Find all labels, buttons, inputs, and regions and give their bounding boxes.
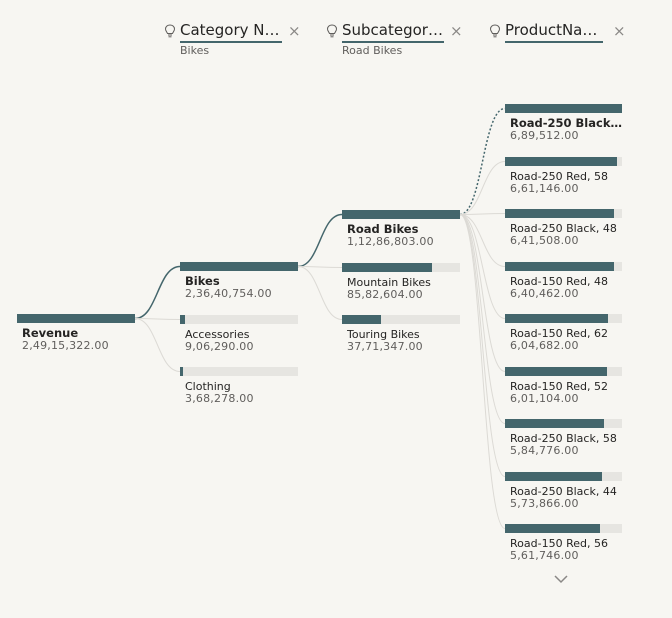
level-header-title: ProductName bbox=[505, 20, 603, 43]
node-value: 6,01,104.00 bbox=[510, 392, 579, 405]
bar-fill bbox=[342, 263, 432, 272]
tree-link bbox=[297, 266, 343, 320]
tree-link bbox=[459, 213, 506, 215]
tree-link-active bbox=[134, 265, 181, 320]
bar-fill bbox=[505, 419, 604, 428]
node-value: 5,73,866.00 bbox=[510, 497, 579, 510]
node-value: 6,89,512.00 bbox=[510, 129, 579, 142]
tree-link bbox=[459, 161, 506, 215]
close-icon[interactable]: × bbox=[288, 22, 301, 40]
tree-link bbox=[459, 214, 506, 529]
node-value: 6,40,462.00 bbox=[510, 287, 579, 300]
tree-link bbox=[459, 214, 506, 477]
bar-fill bbox=[505, 524, 600, 533]
tree-link bbox=[459, 214, 506, 319]
bar-fill bbox=[505, 209, 614, 218]
chevron-down-icon[interactable] bbox=[553, 573, 569, 585]
bar-track bbox=[180, 315, 298, 324]
bar-fill bbox=[505, 157, 617, 166]
bar-fill bbox=[180, 262, 298, 271]
bar-track bbox=[180, 367, 298, 376]
level-header-title: Category Na... bbox=[180, 20, 282, 43]
bar-fill bbox=[505, 104, 622, 113]
bar-fill bbox=[505, 367, 607, 376]
node-value: 6,41,508.00 bbox=[510, 234, 579, 247]
tree-node[interactable]: Road-250 Black, ...6,89,512.00 bbox=[505, 104, 623, 144]
bar-fill bbox=[505, 262, 614, 271]
level-header-subtitle: Bikes bbox=[180, 44, 210, 57]
node-value: 85,82,604.00 bbox=[347, 288, 423, 301]
tree-link bbox=[459, 214, 506, 267]
tree-link bbox=[134, 318, 181, 372]
bar-track bbox=[342, 315, 460, 324]
tree-link bbox=[297, 266, 343, 268]
node-value: 6,04,682.00 bbox=[510, 339, 579, 352]
lightbulb-icon bbox=[326, 24, 338, 38]
bar-fill bbox=[505, 472, 602, 481]
close-icon[interactable]: × bbox=[450, 22, 463, 40]
level-header-subcategory[interactable]: Subcategory... × Road Bikes bbox=[326, 20, 464, 57]
close-icon[interactable]: × bbox=[613, 22, 626, 40]
node-value: 1,12,86,803.00 bbox=[347, 235, 434, 248]
node-value: 2,49,15,322.00 bbox=[22, 339, 109, 352]
tree-link bbox=[459, 214, 506, 372]
node-value: 2,36,40,754.00 bbox=[185, 287, 272, 300]
bar-fill bbox=[342, 315, 381, 324]
tree-link-active bbox=[459, 107, 506, 216]
level-header-subtitle: Road Bikes bbox=[342, 44, 403, 57]
node-value: 3,68,278.00 bbox=[185, 392, 254, 405]
tree-link-active bbox=[297, 213, 343, 268]
node-value: 5,84,776.00 bbox=[510, 444, 579, 457]
level-header-category[interactable]: Category Na... × Bikes bbox=[164, 20, 302, 57]
node-value: 6,61,146.00 bbox=[510, 182, 579, 195]
tree-link bbox=[134, 318, 181, 320]
bar-fill bbox=[180, 315, 185, 324]
level-header-productname[interactable]: ProductName × bbox=[489, 20, 627, 56]
node-value: 37,71,347.00 bbox=[347, 340, 423, 353]
bar-fill bbox=[17, 314, 135, 323]
lightbulb-icon bbox=[489, 24, 501, 38]
bar-fill bbox=[342, 210, 460, 219]
tree-link bbox=[459, 214, 506, 424]
node-value: 5,61,746.00 bbox=[510, 549, 579, 562]
bar-fill bbox=[505, 314, 608, 323]
lightbulb-icon bbox=[164, 24, 176, 38]
node-value: 9,06,290.00 bbox=[185, 340, 254, 353]
level-header-title: Subcategory... bbox=[342, 20, 444, 43]
bar-fill bbox=[180, 367, 183, 376]
